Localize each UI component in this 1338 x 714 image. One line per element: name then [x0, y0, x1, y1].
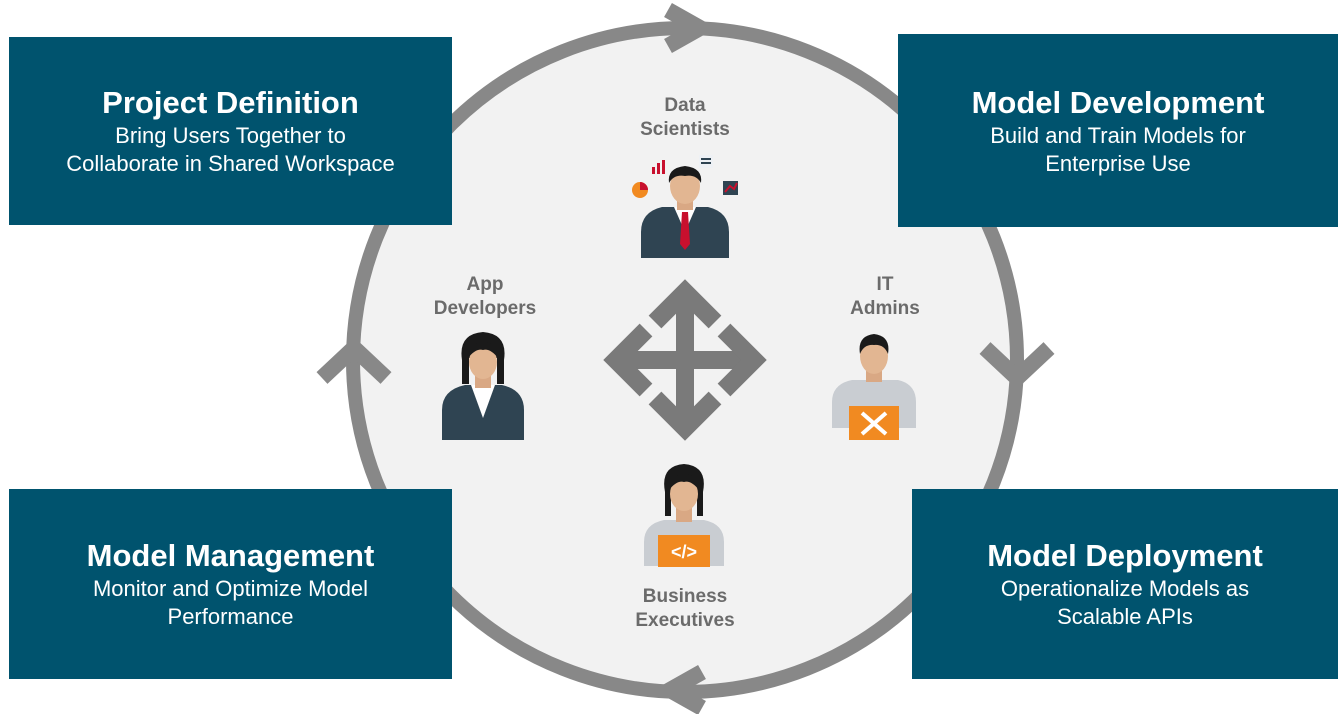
stage-description-line: Collaborate in Shared Workspace — [66, 151, 395, 176]
role-label-line: IT — [876, 274, 894, 295]
stage-description-line: Monitor and Optimize Model — [92, 576, 369, 601]
data-scientist-avatar-icon — [632, 155, 738, 258]
stage-description-line: Bring Users Together to — [115, 123, 346, 148]
it-admin-avatar-icon — [832, 334, 916, 440]
four-way-arrow-icon — [603, 279, 767, 441]
role-label-line: App — [466, 274, 504, 295]
role-label-line: Scientists — [640, 119, 730, 140]
stage-description-line: Operationalize Models as — [1000, 576, 1250, 601]
stage-title: Model Deployment — [987, 538, 1263, 573]
role-label-app-developers: App Developers — [410, 273, 560, 321]
role-label-line: Executives — [635, 610, 735, 631]
ring-arrow-left-icon — [316, 337, 392, 384]
stage-description-line: Scalable APIs — [1057, 604, 1193, 629]
role-label-line: Developers — [433, 298, 537, 319]
ring-arrow-right-icon — [979, 342, 1055, 389]
business-executive-avatar-icon: </> — [644, 464, 724, 567]
role-label-business-executives: Business Executives — [610, 585, 760, 633]
role-label-it-admins: IT Admins — [810, 273, 960, 321]
stage-model-deployment: Model Deployment Operationalize Models a… — [912, 489, 1338, 679]
stage-title: Model Development — [971, 84, 1265, 120]
stage-description-line: Build and Train Models for — [990, 122, 1246, 148]
role-label-line: Admins — [850, 298, 920, 319]
role-label-line: Business — [642, 586, 728, 607]
stage-title: Project Definition — [102, 85, 359, 120]
stage-model-management: Model Management Monitor and Optimize Mo… — [9, 489, 452, 679]
app-developer-avatar-icon — [442, 332, 524, 440]
stage-description-line: Enterprise Use — [1045, 150, 1191, 176]
stage-description-line: Performance — [167, 604, 294, 629]
ring-arrow-top-icon — [664, 3, 717, 53]
stage-title: Model Management — [86, 538, 375, 573]
stage-project-definition: Project Definition Bring Users Together … — [9, 37, 452, 225]
role-label-line: Data — [664, 95, 706, 116]
role-label-data-scientists: Data Scientists — [610, 94, 760, 142]
stage-model-development: Model Development Build and Train Models… — [898, 34, 1338, 227]
svg-text:</>: </> — [671, 542, 697, 562]
ring-arrow-bottom-icon — [653, 665, 706, 714]
